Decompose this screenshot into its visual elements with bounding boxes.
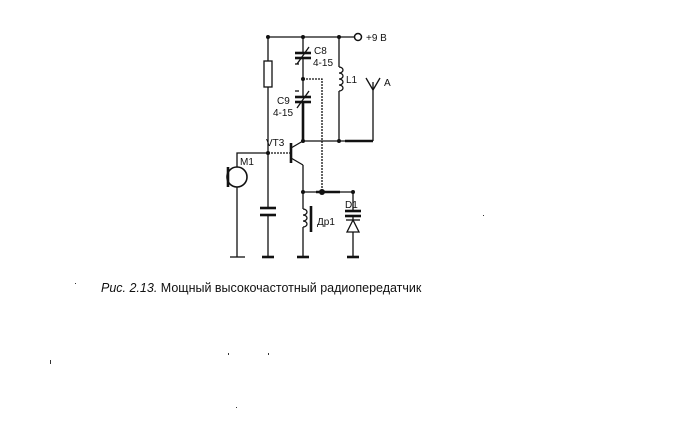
antenna-label: A	[384, 78, 391, 89]
diode-label: D1	[345, 200, 358, 211]
feedback-wire	[303, 78, 323, 192]
figure-number: Рис. 2.13.	[101, 281, 158, 295]
microphone-m1	[226, 152, 268, 258]
l1-label: L1	[346, 75, 358, 86]
capacitor-base	[260, 206, 276, 259]
diode-d1	[345, 192, 361, 259]
capacitor-c9	[295, 90, 311, 141]
choke-dr1	[297, 192, 313, 259]
c8-label: C8	[314, 46, 327, 57]
supply-label: +9 В	[366, 33, 387, 44]
choke-label: Др1	[317, 217, 335, 228]
junction	[337, 139, 341, 143]
junction	[319, 189, 325, 195]
figure-title: Мощный высокочастотный радиопередатчик	[160, 281, 422, 295]
transistor-vt3	[268, 140, 304, 192]
c8-value: 4-15	[313, 58, 333, 69]
capacitor-c8	[295, 37, 311, 97]
c9-label: C9	[277, 96, 290, 107]
c9-value: 4-15	[273, 108, 293, 119]
figure-caption: Рис. 2.13. Мощный высокочастотный радиоп…	[101, 281, 421, 295]
scan-noise	[50, 215, 484, 408]
transistor-label: VT3	[266, 138, 285, 149]
microphone-label: M1	[240, 157, 254, 168]
antenna-icon	[365, 77, 381, 141]
inductor-l1	[338, 37, 344, 141]
resistor	[263, 37, 273, 257]
supply-terminal	[353, 32, 363, 42]
